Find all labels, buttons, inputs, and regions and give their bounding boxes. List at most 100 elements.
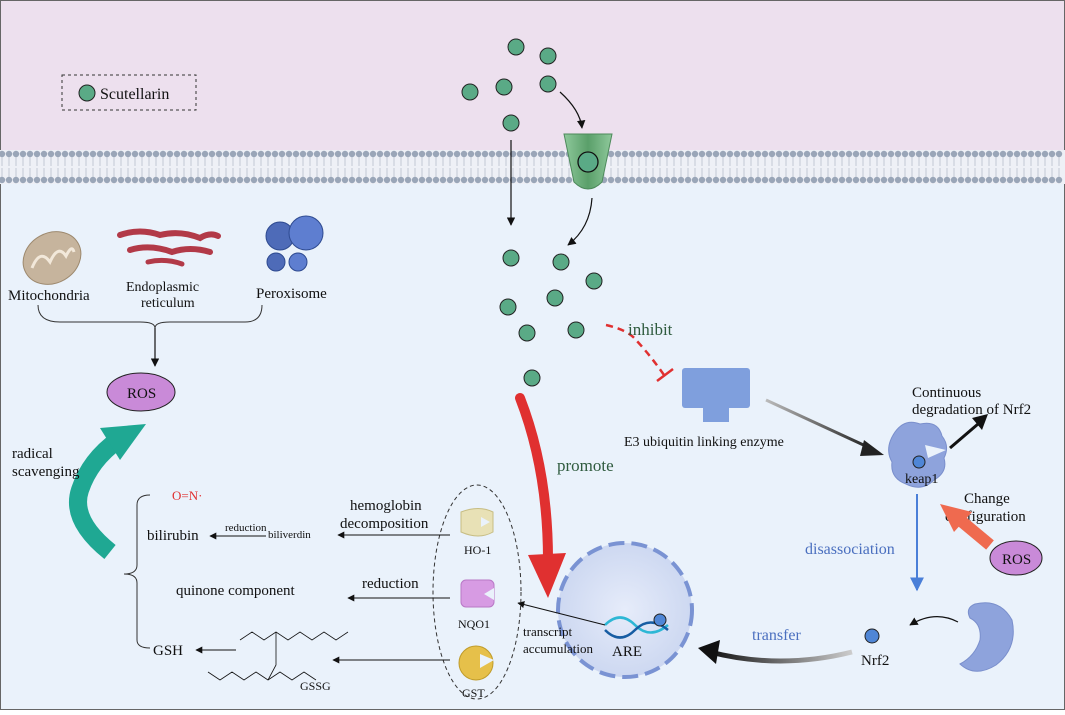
lipid-head [838,150,846,158]
lipid-head [943,176,951,184]
lipid-head [117,150,125,158]
hemoglobin-label-1: hemoglobin [350,498,422,514]
scutellarin-dot [585,272,603,290]
lipid-head [1034,176,1042,184]
lipid-head [187,150,195,158]
lipid-head [964,150,972,158]
nrf2-label: Nrf2 [861,653,889,669]
scutellarin-dot [539,75,557,93]
lipid-head [404,176,412,184]
lipid-head [397,150,405,158]
transfer-label: transfer [752,627,802,644]
lipid-head [481,176,489,184]
lipid-head [61,176,69,184]
lipid-head [362,176,370,184]
lipid-head [313,176,321,184]
scutellarin-dot [502,249,520,267]
lipid-head [180,176,188,184]
lipid-head [250,150,258,158]
lipid-head [775,150,783,158]
lipid-head [285,150,293,158]
lipid-head [103,150,111,158]
lipid-head [54,150,62,158]
lipid-head [362,150,370,158]
lipid-head [299,150,307,158]
gsh-label: GSH [153,643,183,659]
lipid-head [957,150,965,158]
lipid-head [194,176,202,184]
lipid-head [950,176,958,184]
nqo1-label: NQO1 [458,617,490,631]
lipid-head [12,176,20,184]
lipid-head [838,176,846,184]
lipid-head [1027,150,1035,158]
lipid-head [866,176,874,184]
lipid-head [831,150,839,158]
quinone-label: quinone component [176,583,296,599]
lipid-head [467,150,475,158]
lipid-head [607,150,615,158]
are-label: ARE [612,644,642,660]
lipid-head [229,176,237,184]
scutellarin-molecules-outside [461,38,557,132]
lipid-head [887,150,895,158]
lipid-head [824,150,832,158]
lipid-head [75,176,83,184]
transcript-label-1: transcript [523,624,572,639]
lipid-head [138,176,146,184]
lipid-head [733,176,741,184]
lipid-head [47,150,55,158]
lipid-head [1020,176,1028,184]
lipid-head [47,176,55,184]
lipid-head [936,150,944,158]
lipid-head [558,150,566,158]
scutellarin-dot [499,298,517,316]
lipid-head [425,176,433,184]
lipid-head [383,176,391,184]
lipid-head [390,176,398,184]
lipid-head [327,176,335,184]
lipid-head [754,150,762,158]
lipid-head [628,176,636,184]
lipid-head [789,176,797,184]
lipid-head [145,176,153,184]
scutellarin-dot [502,114,520,132]
lipid-head [404,150,412,158]
lipid-head [488,176,496,184]
ros-label-2: ROS [1002,552,1031,568]
ros-oval [106,372,176,412]
lipid-head [138,150,146,158]
lipid-head [418,150,426,158]
lipid-head [663,176,671,184]
lipid-head [453,176,461,184]
keap1-released [959,602,1014,672]
lipid-head [523,150,531,158]
lipid-head [397,176,405,184]
lipid-head [1041,176,1049,184]
ros-oval-2 [989,540,1043,576]
lipid-head [19,150,27,158]
lipid-head [691,176,699,184]
ros-orange-arrow [956,515,994,550]
lipid-head [929,176,937,184]
lipid-head [376,176,384,184]
lipid-head [271,176,279,184]
lipid-head [551,150,559,158]
ho1-enzyme-icon [460,508,494,537]
lipid-head [117,176,125,184]
membrane-transporter [563,133,613,190]
lipid-head [824,176,832,184]
scavenging-label-2: scavenging [12,464,80,480]
lipid-head [915,176,923,184]
lipid-head [978,150,986,158]
lipid-head [705,150,713,158]
lipid-head [684,176,692,184]
lipid-head [677,176,685,184]
products-bracket [123,494,151,649]
lipid-head [684,150,692,158]
lipid-head [796,176,804,184]
lipid-head [89,150,97,158]
lipid-head [474,150,482,158]
ros-label: ROS [127,386,156,402]
lipid-head [992,150,1000,158]
